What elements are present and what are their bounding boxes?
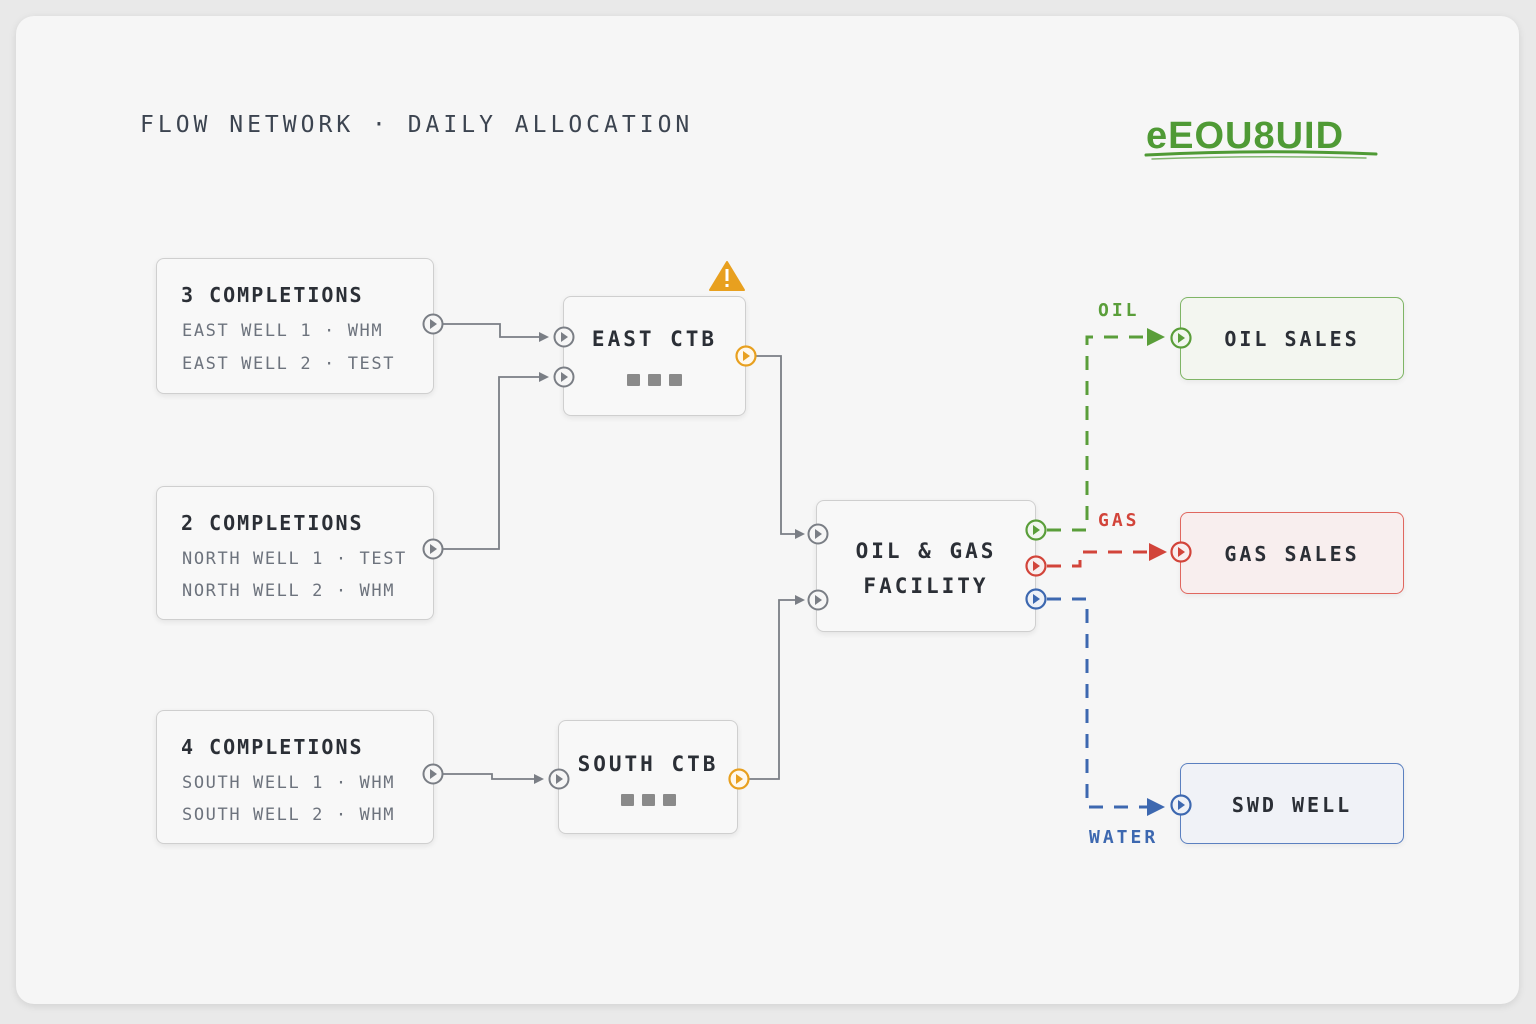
source-node-north[interactable]: 2 COMPLETIONS NORTH WELL 1 · TEST NORTH … <box>156 486 434 620</box>
destination-node-oil-sales[interactable]: OIL SALES <box>1180 297 1404 380</box>
destination-node-gas-sales[interactable]: GAS SALES <box>1180 512 1404 594</box>
port-in-icon[interactable] <box>548 768 570 790</box>
stream-label-water: WATER <box>1089 827 1159 848</box>
source-node-title: 3 COMPLETIONS <box>181 283 364 307</box>
port-out-icon[interactable] <box>422 538 444 560</box>
source-node-title: 2 COMPLETIONS <box>181 511 364 535</box>
port-out-oil-icon[interactable] <box>1025 519 1047 541</box>
port-in-gas-icon[interactable] <box>1170 541 1192 563</box>
destination-title: GAS SALES <box>1224 542 1360 566</box>
connector-east-to-ctb <box>443 323 549 342</box>
stream-label-oil: OIL <box>1098 300 1140 321</box>
facility-title-line2: FACILITY <box>863 574 989 598</box>
source-node-line: NORTH WELL 2 · WHM <box>182 581 396 601</box>
stream-label-gas: GAS <box>1098 510 1140 531</box>
source-node-south[interactable]: 4 COMPLETIONS SOUTH WELL 1 · WHM SOUTH W… <box>156 710 434 844</box>
page-title: FLOW NETWORK · DAILY ALLOCATION <box>140 112 694 138</box>
port-in-icon[interactable] <box>807 523 829 545</box>
source-node-line: SOUTH WELL 1 · WHM <box>182 773 396 793</box>
destination-title: SWD WELL <box>1231 793 1353 817</box>
facility-title-line1: OIL & GAS <box>855 539 997 563</box>
port-out-icon[interactable] <box>735 345 757 367</box>
destination-node-swd-well[interactable]: SWD WELL <box>1180 763 1404 844</box>
ellipsis-icon[interactable] <box>559 791 737 810</box>
port-out-water-icon[interactable] <box>1025 588 1047 610</box>
port-in-icon[interactable] <box>553 366 575 388</box>
ctb-node-title: EAST CTB <box>591 327 718 351</box>
connector-southctb-to-facility <box>749 595 805 780</box>
ctb-node-title: SOUTH CTB <box>577 752 719 776</box>
connector-north-to-ctb <box>443 372 549 550</box>
facility-node[interactable]: OIL & GAS FACILITY <box>816 500 1036 632</box>
port-out-gas-icon[interactable] <box>1025 555 1047 577</box>
port-out-icon[interactable] <box>728 768 750 790</box>
stream-line-gas <box>1047 543 1167 568</box>
port-out-icon[interactable] <box>422 313 444 335</box>
port-in-oil-icon[interactable] <box>1170 327 1192 349</box>
connector-eastctb-to-facility <box>756 355 805 539</box>
port-in-icon[interactable] <box>807 589 829 611</box>
ctb-node-east[interactable]: EAST CTB <box>563 296 746 416</box>
source-node-title: 4 COMPLETIONS <box>181 735 364 759</box>
source-node-east[interactable]: 3 COMPLETIONS EAST WELL 1 · WHM EAST WEL… <box>156 258 434 394</box>
ctb-node-south[interactable]: SOUTH CTB <box>558 720 738 834</box>
source-node-line: NORTH WELL 1 · TEST <box>182 549 407 569</box>
connector-south-to-ctb <box>443 773 544 784</box>
stream-line-oil <box>1047 328 1165 532</box>
svg-text:eEOU8UID: eEOU8UID <box>1146 115 1344 157</box>
warning-triangle-icon[interactable] <box>709 261 745 291</box>
source-node-line: SOUTH WELL 2 · WHM <box>182 805 396 825</box>
destination-title: OIL SALES <box>1224 327 1360 351</box>
port-out-icon[interactable] <box>422 763 444 785</box>
port-in-water-icon[interactable] <box>1170 794 1192 816</box>
ellipsis-icon[interactable] <box>564 371 745 390</box>
source-node-line: EAST WELL 2 · TEST <box>182 354 396 374</box>
stream-line-water <box>1047 597 1165 816</box>
port-in-icon[interactable] <box>553 326 575 348</box>
source-node-line: EAST WELL 1 · WHM <box>182 321 384 341</box>
brand-logo: eEOU8UID <box>1140 105 1390 167</box>
